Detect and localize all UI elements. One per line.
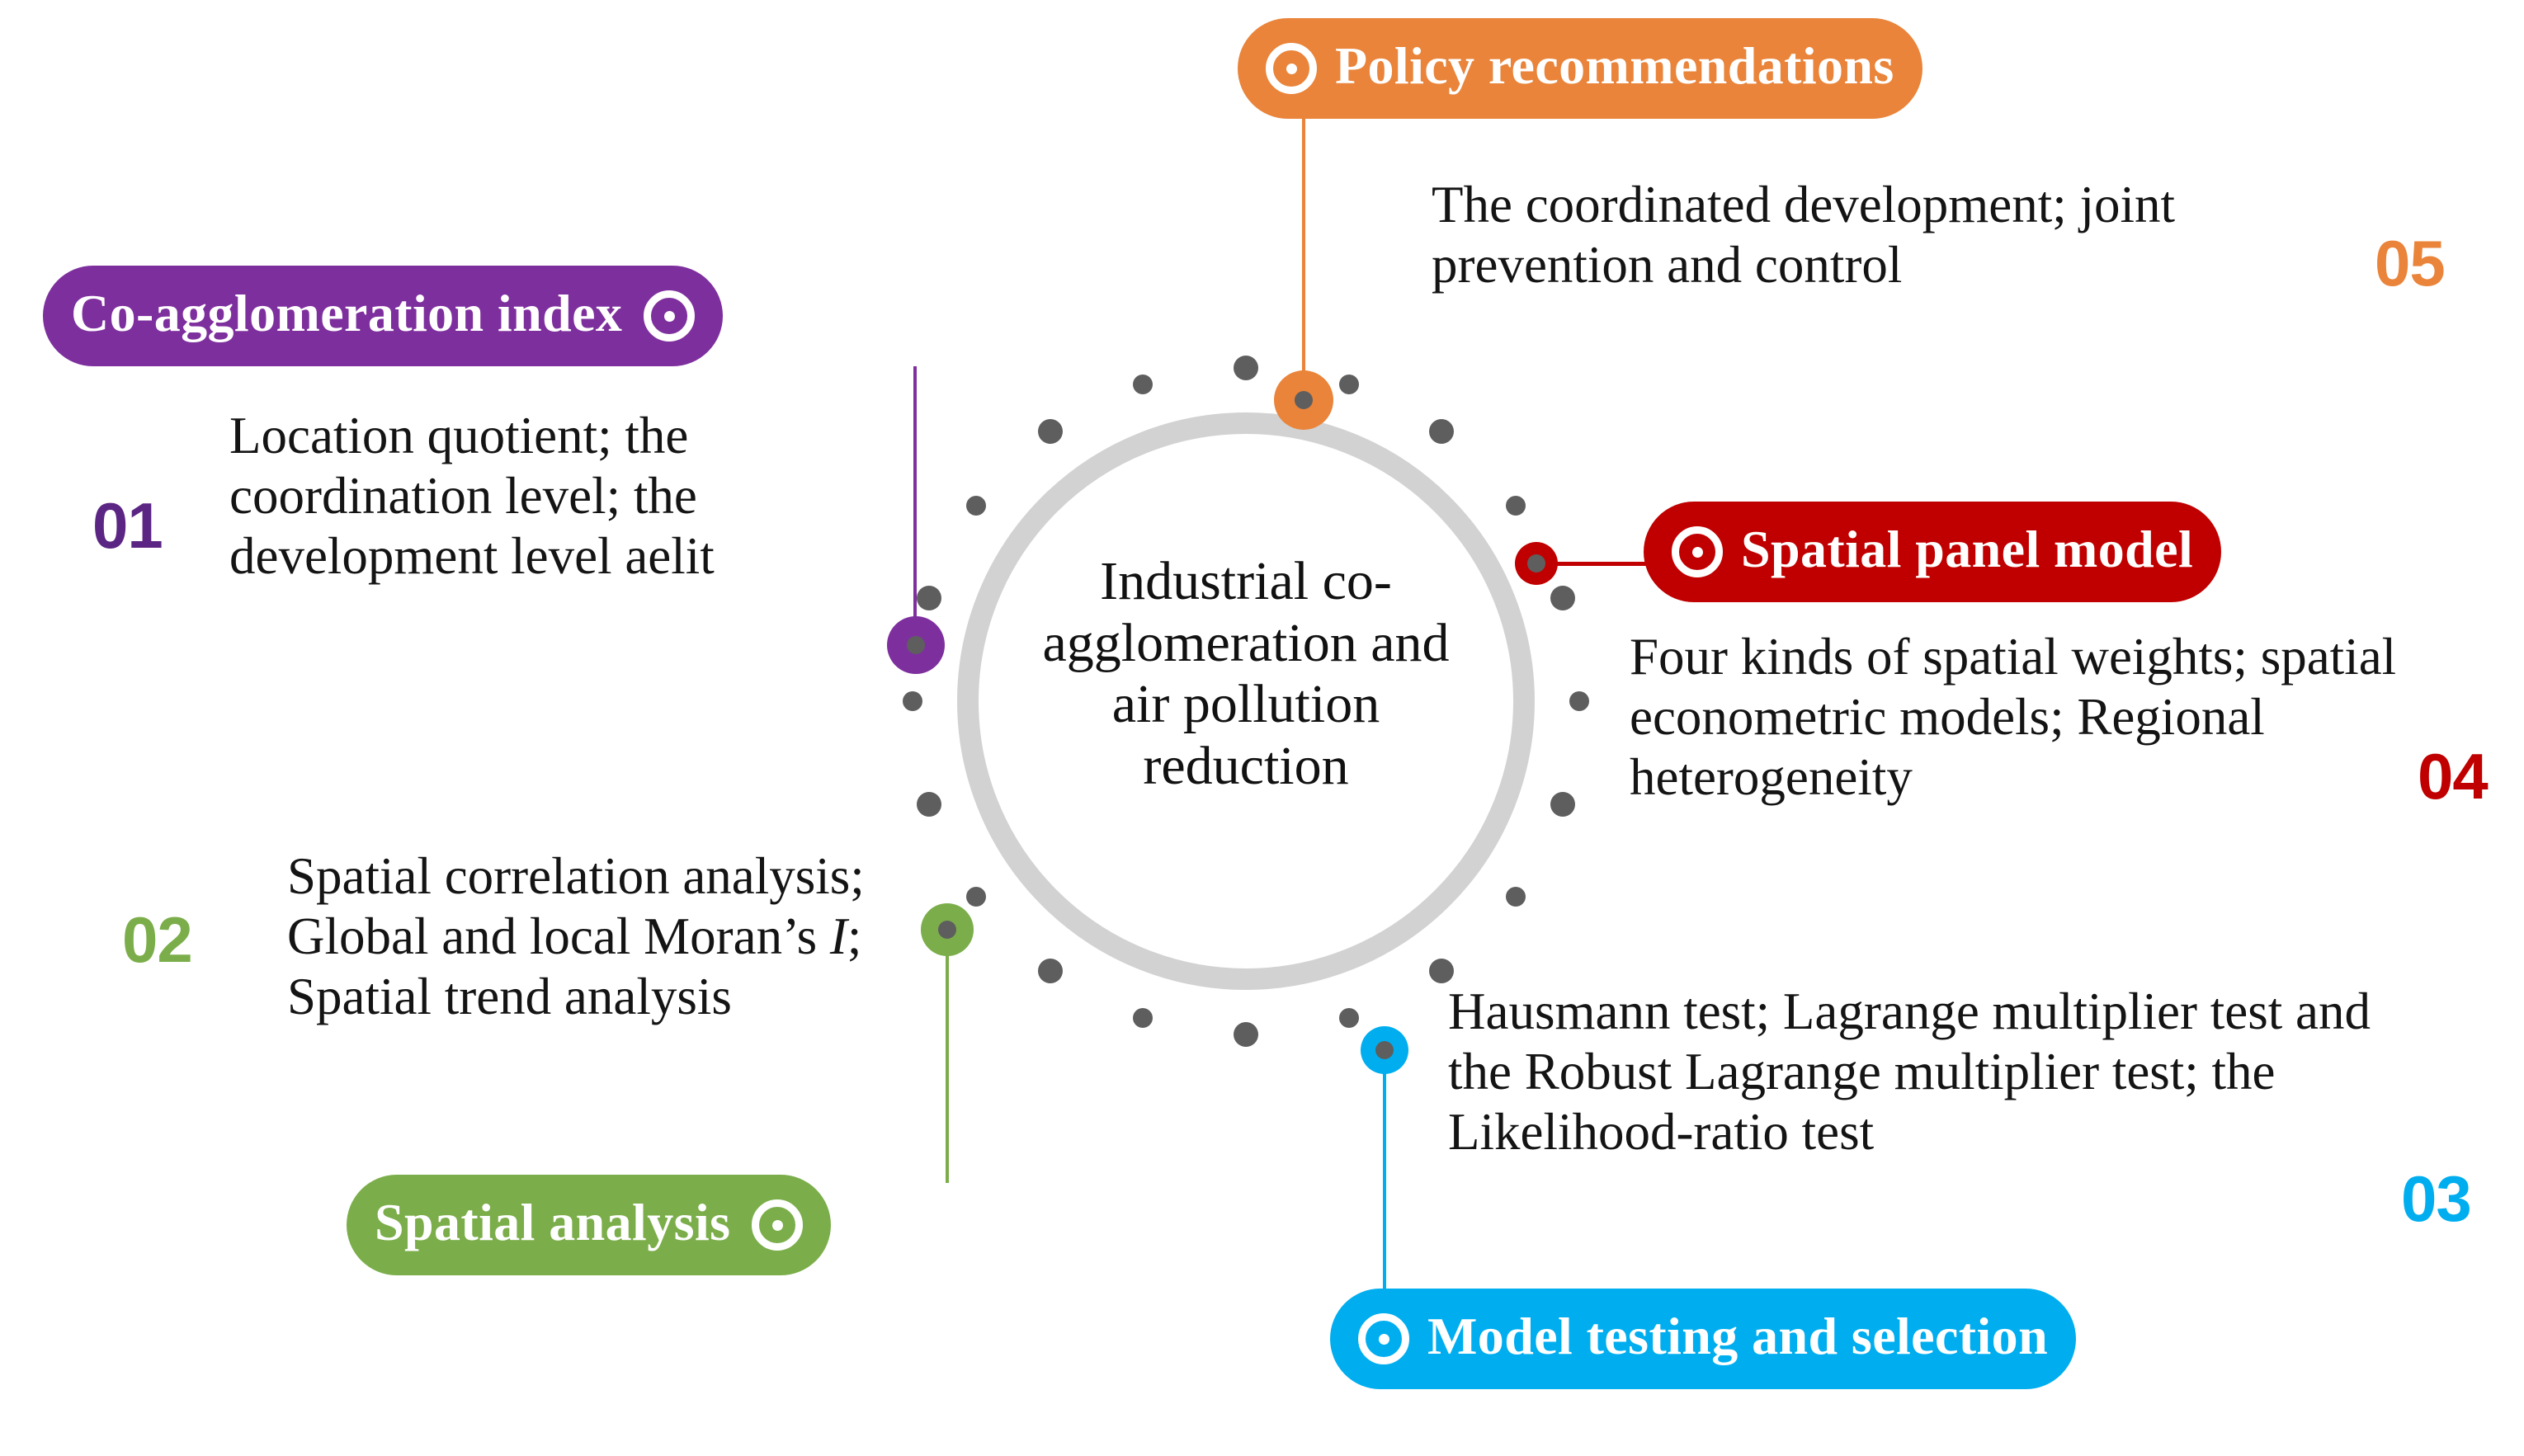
description-spatial-panel-model: Four kinds of spatial weights; spatial e… <box>1630 628 2397 807</box>
badge-co-agglomeration-index[interactable]: Co-agglomeration index <box>43 266 724 366</box>
connector-line-policy <box>1302 119 1305 406</box>
orbit-dot <box>1550 586 1576 611</box>
node-dot-panel[interactable] <box>1515 542 1558 585</box>
description-model-testing-and-selection: Hausmann test; Lagrange multiplier test … <box>1448 982 2371 1162</box>
badge-policy-recommendations-label: Policy recommendations <box>1335 36 1894 95</box>
badge-policy-recommendations[interactable]: Policy recommendations <box>1238 18 1922 119</box>
connector-line-coagglomeration <box>913 366 917 648</box>
node-dot-coagglomeration[interactable] <box>887 616 945 674</box>
orbit-dot <box>966 495 987 516</box>
target-dot-icon <box>644 290 696 342</box>
connector-line-model <box>1383 1049 1386 1302</box>
orbit-dot-ring <box>883 338 1609 1064</box>
orbit-dot <box>1234 356 1258 380</box>
target-dot-icon <box>752 1199 804 1251</box>
node-dot-policy[interactable] <box>1274 370 1333 430</box>
badge-spatial-panel-model[interactable]: Spatial panel model <box>1644 502 2222 602</box>
orbit-dot <box>1037 419 1063 445</box>
connector-line-panel <box>1536 562 1652 566</box>
orbit-dot <box>916 586 941 611</box>
badge-spatial-panel-model-label: Spatial panel model <box>1741 520 2194 578</box>
orbit-dot <box>1569 691 1589 711</box>
center-hub: Industrial co-agglomeration and air poll… <box>957 412 1535 990</box>
orbit-dot <box>966 887 987 907</box>
orbit-dot <box>1338 374 1359 394</box>
target-dot-icon <box>1358 1313 1409 1364</box>
orbit-dot <box>1037 958 1063 983</box>
connector-line-spatial <box>946 931 949 1183</box>
orbit-dot <box>903 691 922 711</box>
orbit-dot <box>1505 495 1526 516</box>
index-number-02: 02 <box>122 903 193 976</box>
orbit-dot <box>1429 419 1455 445</box>
orbit-dot <box>1429 958 1455 983</box>
badge-model-testing-and-selection[interactable]: Model testing and selection <box>1330 1289 2077 1389</box>
orbit-dot <box>1338 1008 1359 1029</box>
index-number-04: 04 <box>2418 740 2489 813</box>
orbit-dot <box>1550 791 1576 817</box>
node-dot-spatial[interactable] <box>921 903 974 956</box>
badge-co-agglomeration-index-label: Co-agglomeration index <box>71 284 623 342</box>
badge-spatial-analysis[interactable]: Spatial analysis <box>347 1175 832 1275</box>
description-co-agglomeration-index: Location quotient; the coordination leve… <box>229 407 715 586</box>
index-number-03: 03 <box>2401 1162 2472 1235</box>
description-policy-recommendations: The coordinated development; joint preve… <box>1432 176 2175 294</box>
center-hub-label: Industrial co-agglomeration and air poll… <box>1042 551 1450 796</box>
orbit-dot <box>1505 887 1526 907</box>
badge-model-testing-and-selection-label: Model testing and selection <box>1427 1307 2049 1365</box>
orbit-dot <box>1234 1022 1258 1047</box>
badge-spatial-analysis-label: Spatial analysis <box>375 1193 731 1251</box>
orbit-dot <box>1133 374 1153 394</box>
target-dot-icon <box>1672 526 1723 577</box>
target-dot-icon <box>1266 43 1317 94</box>
index-number-01: 01 <box>92 489 163 562</box>
orbit-dot <box>916 791 941 817</box>
node-dot-model[interactable] <box>1361 1026 1408 1074</box>
orbit-dot <box>1133 1008 1153 1029</box>
description-spatial-analysis: Spatial correlation analysis; Global and… <box>287 847 865 1026</box>
index-number-05: 05 <box>2375 227 2446 299</box>
